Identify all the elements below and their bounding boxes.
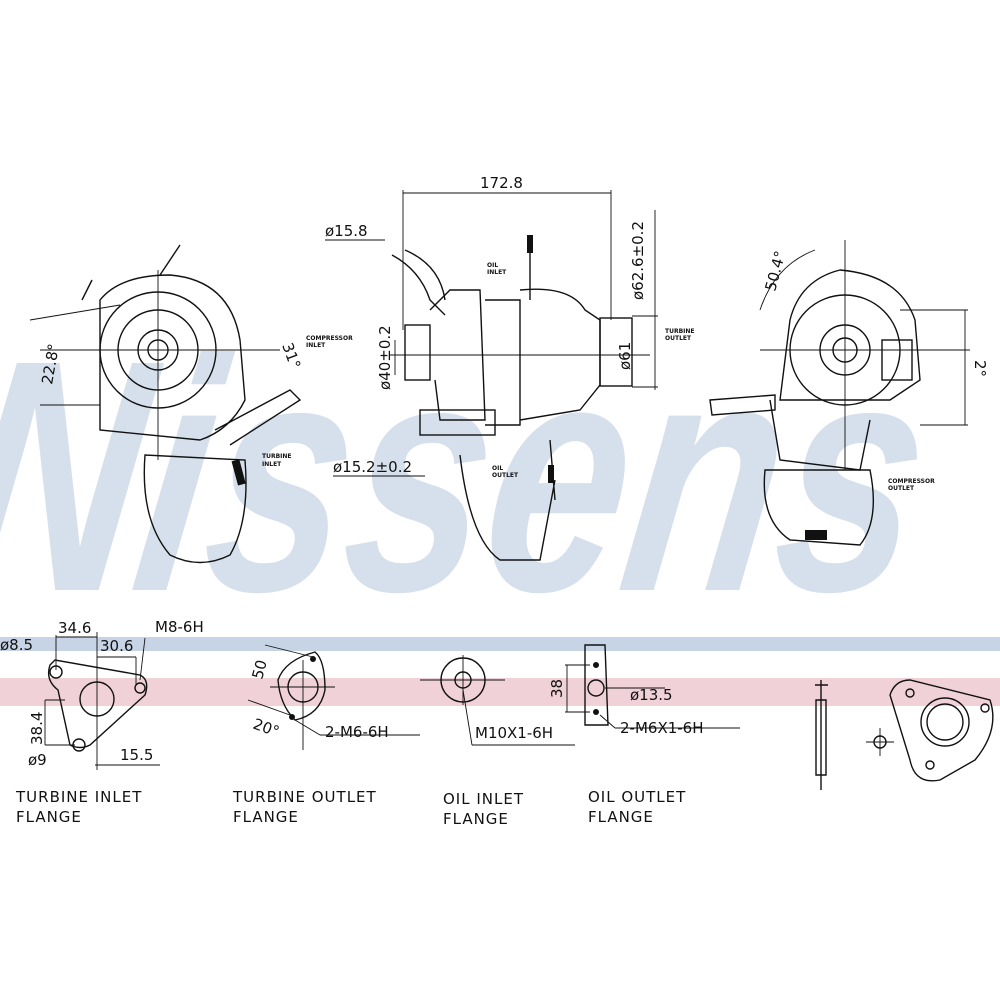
dim-d4: 38.4 <box>28 712 46 745</box>
compressor-outlet-label-2: OUTLET <box>888 485 915 492</box>
oil-inlet-flange: M10X1-6H OIL INLET FLANGE <box>420 655 575 828</box>
compressor-outlet-label: COMPRESSOR <box>888 478 935 485</box>
compressor-inlet-dia-dim: ø40±0.2 <box>376 325 394 390</box>
dim-d5: ø9 <box>28 751 47 769</box>
thread-label: M8-6H <box>155 618 204 636</box>
brand-watermark: Nissens <box>0 292 949 660</box>
turbine-inlet-flange: ø8.5 34.6 30.6 M8-6H 38.4 ø9 15.5 TURBIN… <box>0 618 204 826</box>
pipe-dia-dim: ø15.8 <box>325 222 368 240</box>
flange-caption: TURBINE INLET <box>15 788 142 806</box>
dim-d1: ø8.5 <box>0 636 33 654</box>
compressor-inlet-label: COMPRESSOR <box>306 335 353 342</box>
turbine-bore-dim: ø61 <box>616 342 634 370</box>
dim-d6: 15.5 <box>120 746 153 764</box>
right-angle-2: 2° <box>971 360 989 377</box>
flange-caption-2: FLANGE <box>16 808 82 826</box>
turbine-outlet-flange: 50 20° 2-M6-6H TURBINE OUTLET FLANGE <box>232 644 420 826</box>
compressor-inlet-label-2: INLET <box>306 342 326 349</box>
dim-d3: 30.6 <box>100 637 133 655</box>
dim-d2: 34.6 <box>58 619 91 637</box>
gasket-and-bolt <box>815 679 994 790</box>
flange-caption-2: FLANGE <box>588 808 654 826</box>
overall-length-dim: 172.8 <box>480 174 523 192</box>
flange-caption: OIL OUTLET <box>588 788 686 806</box>
stripe-pink <box>0 678 1000 706</box>
oil-outlet-flange: 38 ø13.5 2-M6X1-6H OIL OUTLET FLANGE <box>548 644 740 826</box>
flange-caption: TURBINE OUTLET <box>232 788 377 806</box>
dim-d1: 50 <box>248 658 270 681</box>
flange-caption: OIL INLET <box>443 790 524 808</box>
stripe-blue <box>0 637 1000 651</box>
thread-label: 2-M6X1-6H <box>620 719 704 737</box>
oil-inlet-label: OIL <box>487 262 498 269</box>
turbine-inlet-label-2: INLET <box>262 461 282 468</box>
dim-d1: 38 <box>548 679 566 698</box>
oil-inlet-label-2: INLET <box>487 269 507 276</box>
thread-label: 2-M6-6H <box>325 723 389 741</box>
left-view: 22.8° 31° TURBINE INLET <box>29 244 304 564</box>
flange-caption-2: FLANGE <box>233 808 299 826</box>
thread-label: M10X1-6H <box>475 724 553 742</box>
oil-pipe-dia-dim: ø15.2±0.2 <box>333 458 412 476</box>
turbine-outlet-dia-dim: ø62.6±0.2 <box>629 221 647 300</box>
dim-d2: ø13.5 <box>630 686 673 704</box>
turbine-inlet-label: TURBINE <box>262 453 292 460</box>
flange-caption-2: FLANGE <box>443 810 509 828</box>
dim-d2: 20° <box>251 715 282 741</box>
oil-outlet-label-2: OUTLET <box>492 472 519 479</box>
turbine-outlet-label-2: OUTLET <box>665 335 692 342</box>
right-angle-1: 50.4° <box>761 249 789 293</box>
center-view: 172.8 ø15.8 ø62.6±0.2 ø40±0.2 ø61 ø15.2±… <box>306 174 695 561</box>
oil-outlet-label: OIL <box>492 465 503 472</box>
turbine-outlet-label: TURBINE <box>665 328 695 335</box>
